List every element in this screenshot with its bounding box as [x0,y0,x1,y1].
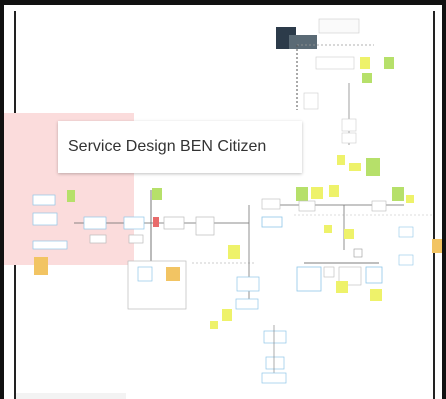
cluster-middle-right [261,155,442,301]
thumbnail-image [289,35,317,49]
sticky-note [311,187,323,199]
cluster-left [32,188,287,384]
sticky-note [222,309,232,321]
sticky-note [329,185,339,197]
sticky-note [210,321,218,329]
page-title: Service Design BEN Citizen [68,138,267,155]
sticky-note [34,257,48,275]
sticky-note [370,289,382,301]
board-title-card[interactable]: Service Design BEN Citizen [58,121,302,173]
sticky-note [67,190,75,202]
sticky-note [432,239,442,253]
sticky-note [166,267,180,281]
sticky-note [406,195,414,203]
sticky-note [336,281,348,293]
cluster-top-right [276,18,394,145]
sticky-note [384,57,394,69]
divider-right [433,11,435,399]
diagram-canvas[interactable] [4,5,446,399]
sticky-note [152,188,162,200]
sticky-note [349,163,361,171]
sticky-note [228,245,240,259]
sticky-note [362,73,372,83]
sticky-note [366,158,380,176]
sticky-note [296,187,308,201]
footer-strip [16,393,126,399]
sticky-note [360,57,370,69]
diagram-box [318,18,360,34]
sticky-note [337,155,345,165]
sticky-note [392,187,404,201]
